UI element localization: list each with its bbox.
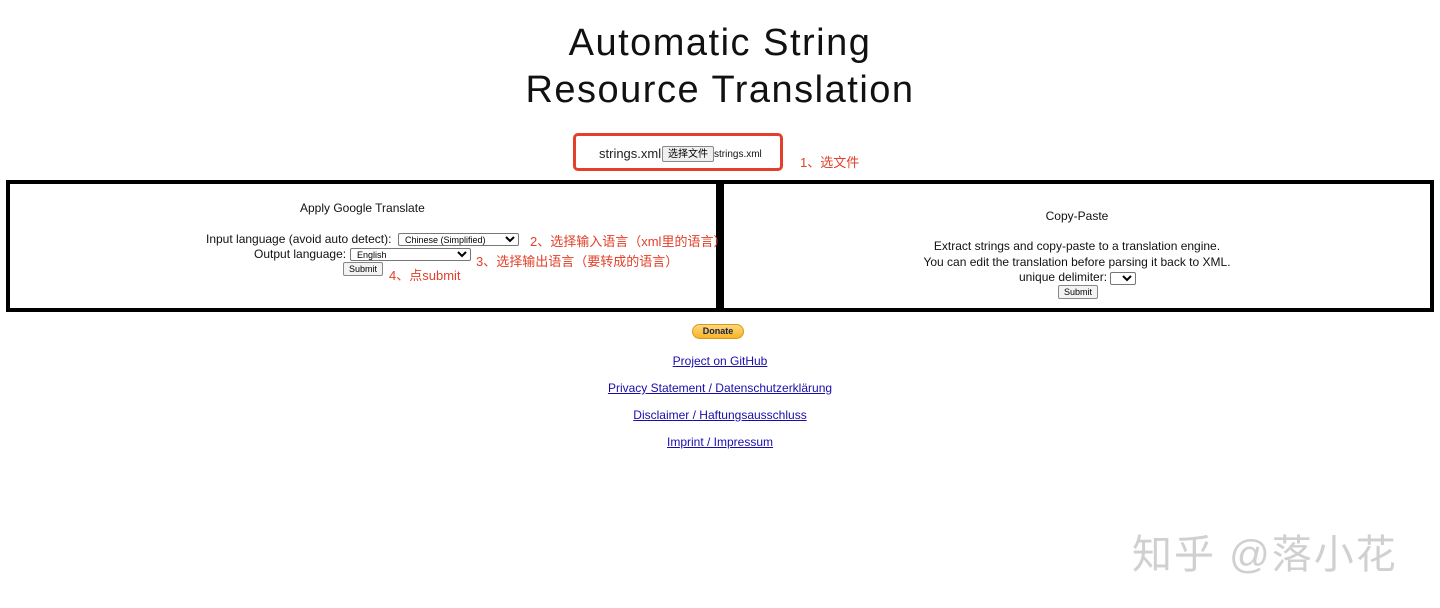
copy-panel-line1: Extract strings and copy-paste to a tran… bbox=[933, 239, 1221, 253]
annotation-step3: 3、选择输出语言（要转成的语言） bbox=[476, 254, 679, 269]
google-panel-title: Apply Google Translate bbox=[300, 201, 425, 215]
google-submit-button[interactable]: Submit bbox=[343, 262, 384, 276]
page-title-line1: Automatic String bbox=[568, 22, 872, 64]
google-translate-panel: Apply Google Translate Input language (a… bbox=[6, 180, 726, 312]
watermark: 知乎 @落小花 bbox=[1132, 533, 1398, 577]
copy-paste-panel: Copy-Paste Extract strings and copy-past… bbox=[720, 180, 1434, 312]
github-link[interactable]: Project on GitHub bbox=[672, 354, 768, 368]
output-language-select[interactable]: English bbox=[350, 248, 471, 261]
imprint-link[interactable]: Imprint / Impressum bbox=[666, 435, 774, 449]
annotation-step1: 1、选文件 bbox=[800, 155, 860, 170]
file-picker-label: strings.xml: bbox=[599, 146, 665, 161]
disclaimer-link[interactable]: Disclaimer / Haftungsausschluss bbox=[633, 408, 807, 422]
copy-panel-title: Copy-Paste bbox=[1045, 209, 1109, 223]
annotation-step2: 2、选择输入语言（xml里的语言） bbox=[530, 234, 727, 249]
selected-file-name: strings.xml bbox=[714, 149, 762, 160]
input-language-label: Input language (avoid auto detect): bbox=[206, 232, 392, 246]
choose-file-button[interactable]: 选择文件 bbox=[662, 146, 714, 162]
annotation-step4: 4、点submit bbox=[389, 268, 461, 283]
page-title-line2: Resource Translation bbox=[525, 69, 915, 111]
input-language-select[interactable]: Chinese (Simplified) bbox=[398, 233, 519, 246]
file-picker-highlight bbox=[573, 133, 783, 171]
copy-panel-line2: You can edit the translation before pars… bbox=[923, 255, 1231, 269]
delimiter-select[interactable]: :: bbox=[1110, 272, 1136, 285]
delimiter-label: unique delimiter: bbox=[1019, 270, 1108, 284]
copy-submit-button[interactable]: Submit bbox=[1058, 285, 1099, 299]
output-language-label: Output language: bbox=[254, 247, 347, 261]
donate-button[interactable]: Donate bbox=[692, 324, 744, 339]
privacy-link[interactable]: Privacy Statement / Datenschutzerklärung bbox=[607, 381, 833, 395]
